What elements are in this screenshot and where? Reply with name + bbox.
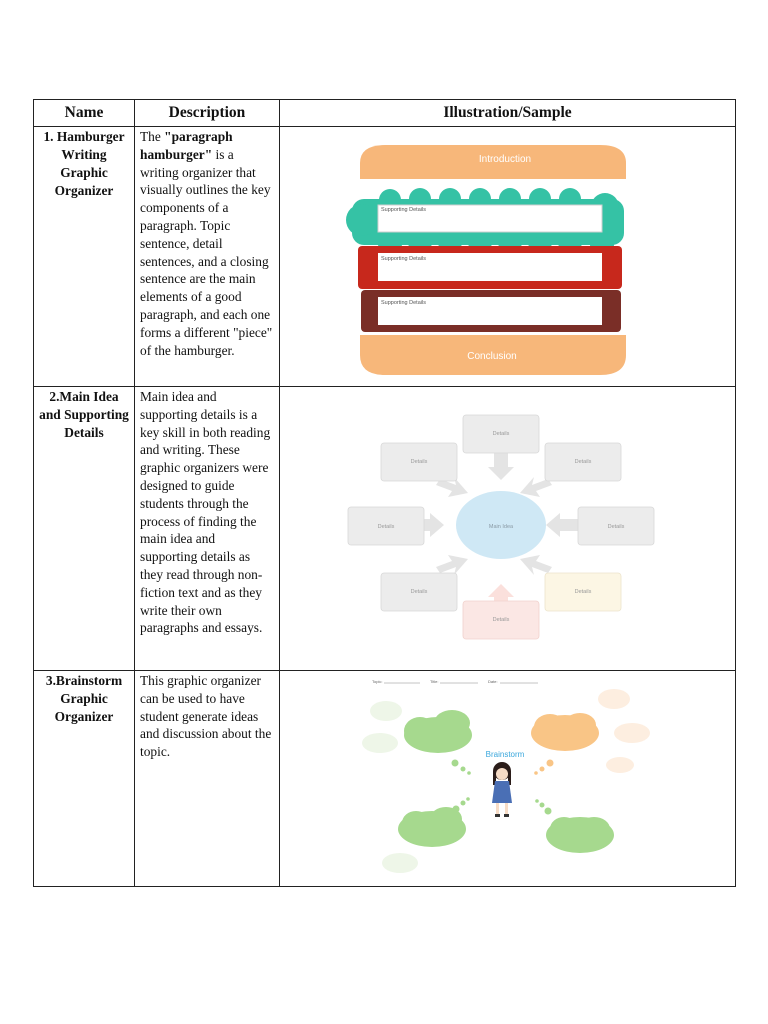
svg-text:Details: Details	[411, 459, 428, 465]
organizer-description: Main idea and supporting details is a ke…	[134, 386, 280, 671]
faint-clouds-orange	[598, 689, 650, 773]
svg-text:Details: Details	[608, 524, 625, 530]
svg-text:Details: Details	[575, 589, 592, 595]
green-cloud	[404, 710, 472, 775]
layer-label: Supporting Details	[381, 256, 426, 262]
main-idea-circle	[456, 491, 546, 559]
description-text: The	[140, 129, 165, 144]
svg-text:Title:: Title:	[430, 679, 439, 684]
svg-text:Topic:: Topic:	[372, 679, 382, 684]
bottom-bun	[360, 335, 626, 375]
faint-clouds	[362, 701, 418, 873]
svg-text:Details: Details	[493, 617, 510, 623]
hamburger-illustration: Introduction Supporting Details	[279, 126, 736, 387]
brainstorm-title: Brainstorm	[486, 750, 525, 759]
table-row: 2.Main Idea and Supporting Details Main …	[33, 386, 736, 671]
organizer-name: 3.Brainstorm Graphic Organizer	[33, 670, 135, 887]
column-header-name: Name	[33, 99, 135, 127]
column-header-illustration: Illustration/Sample	[279, 99, 736, 127]
column-header-description: Description	[134, 99, 280, 127]
organizer-description: The "paragraph hamburger" is a writing o…	[134, 126, 280, 387]
top-bun	[360, 145, 626, 179]
orange-cloud	[531, 713, 599, 775]
main-idea-label: Main Idea	[489, 524, 514, 530]
graphic-organizer-table: Name Description Illustration/Sample 1. …	[33, 99, 736, 887]
description-text: is a writing organizer that visually out…	[140, 146, 273, 358]
table-row: 1. Hamburger Writing Graphic Organizer T…	[33, 126, 736, 387]
green-cloud	[398, 797, 470, 847]
brainstorm-diagram: Topic: Title: Date:	[362, 679, 650, 873]
svg-text:Date:: Date:	[488, 679, 498, 684]
main-idea-illustration: Main Idea Details Details Details Detail…	[279, 386, 736, 671]
arrows	[408, 453, 580, 611]
student-figure	[492, 762, 512, 817]
description-bold-text: "paragraph hamburger"	[140, 129, 233, 162]
svg-text:Details: Details	[378, 524, 395, 530]
top-bun-label: Introduction	[479, 154, 531, 165]
main-idea-diagram: Main Idea Details Details Details Detail…	[347, 414, 655, 640]
header-fields: Topic: Title: Date:	[372, 679, 538, 684]
layer-label: Supporting Details	[381, 207, 426, 213]
hamburger-diagram: Introduction Supporting Details	[346, 145, 626, 375]
header-row: Name Description Illustration/Sample	[33, 99, 736, 127]
organizer-description: This graphic organizer can be used to ha…	[134, 670, 280, 887]
brainstorm-illustration: Topic: Title: Date:	[279, 670, 736, 887]
details-boxes: Details Details Details Details Details …	[347, 414, 655, 640]
svg-text:Details: Details	[493, 431, 510, 437]
layer-label: Supporting Details	[381, 300, 426, 306]
svg-text:Details: Details	[575, 459, 592, 465]
organizer-name: 2.Main Idea and Supporting Details	[33, 386, 135, 671]
organizer-name: 1. Hamburger Writing Graphic Organizer	[33, 126, 135, 387]
green-cloud	[535, 799, 614, 853]
svg-text:Details: Details	[411, 589, 428, 595]
table-row: 3.Brainstorm Graphic Organizer This grap…	[33, 670, 736, 887]
bottom-bun-label: Conclusion	[467, 351, 516, 362]
